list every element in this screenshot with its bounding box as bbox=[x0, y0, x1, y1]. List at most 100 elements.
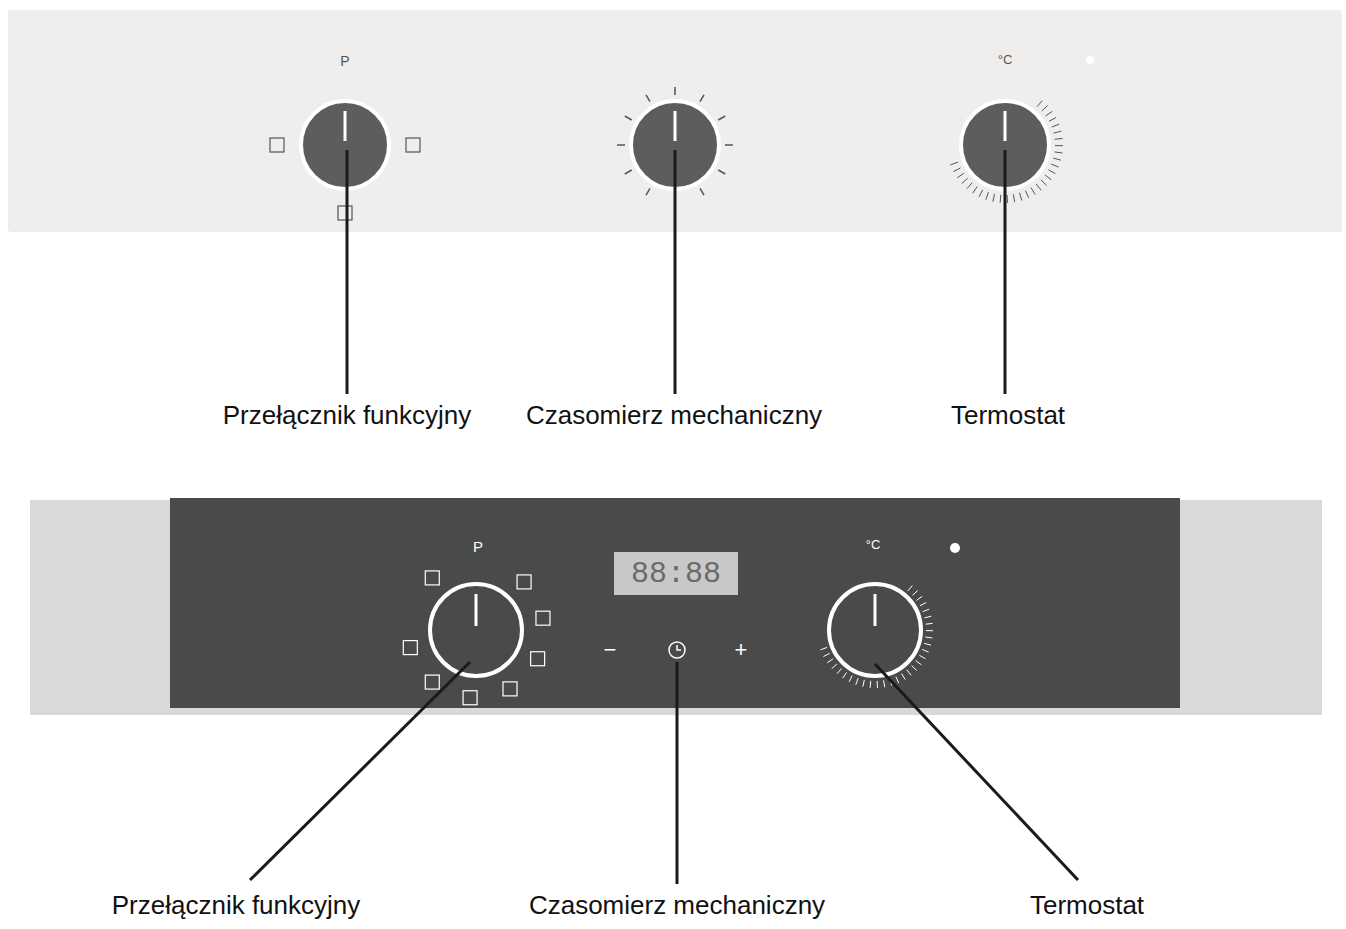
scale-tick bbox=[924, 643, 931, 645]
part-label: Przełącznik funkcyjny bbox=[112, 891, 361, 920]
function-symbol bbox=[425, 675, 439, 689]
scale-tick bbox=[953, 168, 960, 172]
part-label: Termostat bbox=[951, 401, 1065, 430]
scale-tick bbox=[856, 678, 858, 685]
scale-tick bbox=[827, 659, 833, 663]
control-knob bbox=[430, 584, 522, 676]
function-symbol bbox=[531, 652, 545, 666]
scale-tick bbox=[922, 649, 928, 652]
function-symbol bbox=[338, 206, 352, 220]
scale-tick bbox=[912, 666, 917, 671]
function-symbol bbox=[270, 138, 284, 152]
scale-tick bbox=[1049, 118, 1056, 122]
panel-mark: + bbox=[735, 638, 748, 662]
knob-pointer bbox=[344, 111, 347, 141]
part-label: Czasomierz mechaniczny bbox=[529, 891, 825, 920]
scale-tick bbox=[820, 647, 827, 649]
knob-pointer bbox=[674, 111, 677, 141]
scale-tick bbox=[908, 586, 912, 591]
scale-tick bbox=[1025, 191, 1028, 198]
scale-tick bbox=[884, 680, 885, 687]
scale-tick bbox=[986, 192, 989, 200]
scale-tick bbox=[646, 188, 650, 195]
scale-tick bbox=[843, 672, 847, 678]
scale-tick bbox=[923, 609, 930, 612]
scale-tick bbox=[1046, 111, 1053, 116]
scale-tick bbox=[1000, 195, 1002, 203]
scale-tick bbox=[1036, 184, 1041, 190]
scale-tick bbox=[1041, 180, 1047, 186]
panel-mark: − bbox=[604, 638, 617, 662]
scale-tick bbox=[823, 653, 829, 656]
scale-tick bbox=[902, 674, 906, 680]
scale-tick bbox=[919, 655, 925, 658]
digital-display bbox=[614, 552, 738, 595]
scale-tick bbox=[920, 603, 926, 606]
part-label: Przełącznik funkcyjny bbox=[223, 401, 472, 430]
function-symbol bbox=[403, 641, 417, 655]
scale-tick bbox=[718, 116, 725, 120]
scale-tick bbox=[674, 87, 676, 95]
scale-tick bbox=[1055, 145, 1063, 146]
scale-tick bbox=[849, 676, 852, 682]
panel-mark: P bbox=[473, 539, 483, 556]
scale-tick bbox=[1031, 188, 1035, 195]
scale-tick bbox=[832, 664, 837, 669]
scale-tick bbox=[917, 596, 923, 600]
function-symbol bbox=[536, 611, 550, 625]
function-symbol bbox=[503, 682, 517, 696]
scale-tick bbox=[912, 591, 917, 596]
scale-tick bbox=[1051, 164, 1058, 167]
scale-tick bbox=[907, 670, 911, 675]
scale-tick bbox=[646, 95, 650, 102]
scale-tick bbox=[1054, 131, 1062, 133]
leader-line bbox=[674, 150, 677, 394]
scale-tick bbox=[1007, 195, 1008, 203]
scale-tick bbox=[718, 170, 725, 174]
scale-tick bbox=[1055, 152, 1063, 153]
scale-tick bbox=[1042, 106, 1048, 111]
leader-line bbox=[1004, 150, 1007, 394]
scale-tick bbox=[1053, 158, 1061, 160]
scale-tick bbox=[926, 637, 933, 639]
panel-mark: P bbox=[340, 54, 349, 69]
scale-tick bbox=[1048, 170, 1055, 174]
scale-tick bbox=[1020, 193, 1022, 201]
knob-pointer bbox=[475, 594, 478, 626]
clock-hands bbox=[677, 645, 681, 650]
scale-tick bbox=[962, 178, 968, 183]
leader-line bbox=[250, 662, 470, 880]
scale-tick bbox=[916, 661, 922, 665]
bottom-panel-glass bbox=[170, 498, 1180, 708]
leader-line bbox=[875, 664, 1078, 880]
scale-tick bbox=[725, 144, 733, 146]
scale-tick bbox=[700, 188, 704, 195]
control-knob bbox=[301, 101, 389, 189]
control-knob bbox=[829, 584, 921, 676]
scale-tick bbox=[870, 681, 872, 688]
indicator-light bbox=[1086, 56, 1094, 64]
scale-tick bbox=[1037, 101, 1042, 107]
scale-tick bbox=[700, 95, 704, 102]
scale-tick bbox=[1055, 138, 1063, 140]
scale-tick bbox=[979, 190, 983, 197]
knob-pointer bbox=[874, 594, 877, 626]
scale-tick bbox=[967, 183, 972, 189]
clock-button bbox=[669, 642, 685, 658]
scale-tick bbox=[877, 681, 878, 688]
function-symbol bbox=[463, 691, 477, 705]
function-symbol bbox=[517, 575, 531, 589]
scale-tick bbox=[993, 194, 995, 202]
scale-tick bbox=[1052, 124, 1059, 127]
part-label: Czasomierz mechaniczny bbox=[526, 401, 822, 430]
scale-tick bbox=[925, 616, 932, 618]
scale-tick bbox=[950, 162, 958, 165]
function-symbol bbox=[406, 138, 420, 152]
scale-tick bbox=[863, 680, 864, 687]
leader-line bbox=[676, 662, 679, 884]
leader-line bbox=[346, 150, 349, 394]
scale-tick bbox=[973, 187, 977, 194]
scale-tick bbox=[625, 116, 632, 120]
